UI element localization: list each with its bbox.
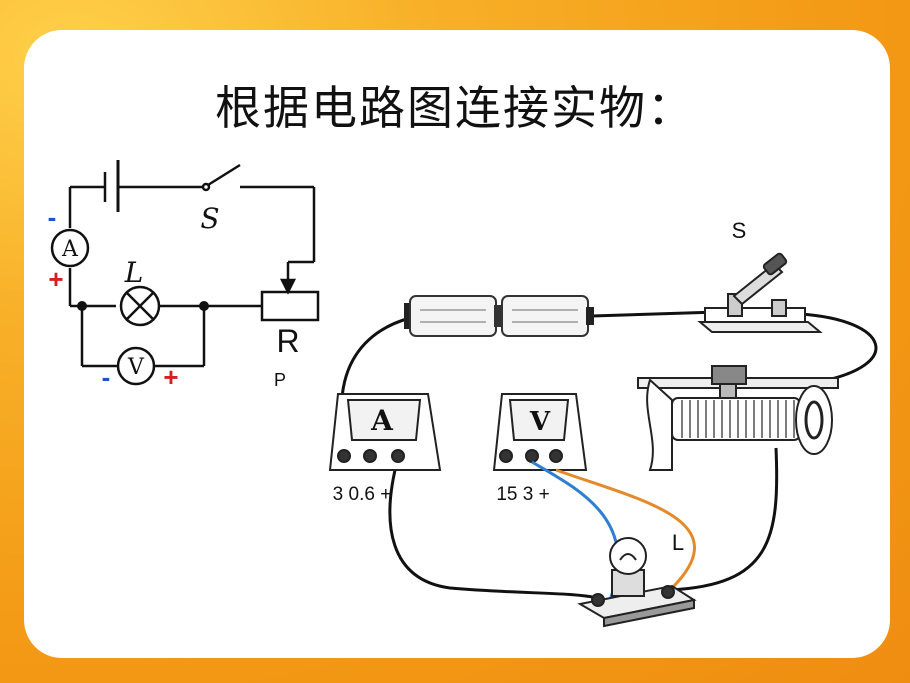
battery-cell-1: [409, 295, 497, 337]
voltmeter-terminal-3: [525, 449, 539, 463]
voltmeter-dial: [508, 399, 570, 441]
rheostat-coil: [671, 397, 801, 441]
junction-node-right: [199, 301, 209, 311]
lamp-device: [577, 537, 697, 628]
voltmeter-face-letter: V: [529, 407, 551, 437]
schematic-lamp-label: L: [124, 256, 144, 289]
switch-base-top: [704, 307, 806, 323]
ammeter-device: [328, 393, 442, 471]
battery-cap-right: [586, 307, 594, 325]
wire-battery-to-switch: [591, 310, 719, 318]
physical-switch-label: S: [732, 218, 747, 243]
voltmeter-terminal-labels: 15 3 +: [496, 484, 549, 505]
voltmeter-plus-sign: +: [163, 362, 178, 392]
page-title: 根据电路图连接实物：: [215, 81, 695, 135]
ammeter-terminal-0.6: [363, 449, 377, 463]
switch-contact-post: [771, 299, 787, 317]
physical-lamp-label: L: [672, 530, 684, 555]
wire-rheostat-to-lamp: [669, 447, 779, 592]
voltmeter-symbol-letter: V: [127, 355, 145, 380]
rheostat-device: [637, 365, 839, 471]
battery-pack: [404, 295, 594, 337]
ammeter-terminal-plus: [391, 449, 405, 463]
switch-pivot: [201, 182, 211, 192]
schematic-switch-label: S: [200, 202, 219, 235]
lamp-cross-2: [126, 292, 154, 320]
battery-connector: [494, 305, 504, 327]
battery-cell-2: [501, 295, 589, 337]
ammeter-face-letter: A: [370, 404, 394, 437]
voltmeter-symbol-circle: [116, 346, 156, 386]
ammeter-symbol-letter: A: [61, 237, 79, 262]
rheostat-end-left: [646, 378, 673, 471]
voltmeter-device: [492, 393, 588, 471]
wire-ammeter-to-lamp: [388, 457, 599, 600]
voltmeter-terminal-plus: [549, 449, 563, 463]
switch-handle: [762, 252, 788, 276]
switch-blade: [207, 163, 241, 187]
slider-arrow-head: [279, 278, 297, 295]
voltmeter-orange-lead: [555, 468, 696, 590]
lamp-terminal-right: [661, 585, 675, 599]
knife-switch: [697, 252, 823, 333]
lamp-bulb: [609, 537, 647, 575]
battery-cap-left: [404, 303, 412, 329]
rheostat-slider-label: P: [274, 370, 286, 390]
wire-switch-to-rheostat: [799, 312, 878, 384]
rheostat-label: R: [276, 323, 299, 359]
junction-node-left: [77, 301, 87, 311]
content-panel: [24, 30, 890, 658]
voltmeter-blue-lead: [531, 460, 620, 601]
lamp-terminal-left: [591, 593, 605, 607]
voltmeter-minus-sign: -: [102, 362, 111, 392]
ammeter-minus-sign: -: [48, 202, 57, 232]
ammeter-dial: [346, 399, 422, 441]
switch-base: [697, 321, 823, 333]
ammeter-terminal-labels: 3 0.6 +: [333, 484, 392, 505]
rheostat-box: [260, 290, 320, 322]
rheostat-slider: [711, 365, 747, 385]
ammeter-symbol-circle: [50, 228, 90, 268]
ammeter-plus-sign: +: [48, 264, 63, 294]
